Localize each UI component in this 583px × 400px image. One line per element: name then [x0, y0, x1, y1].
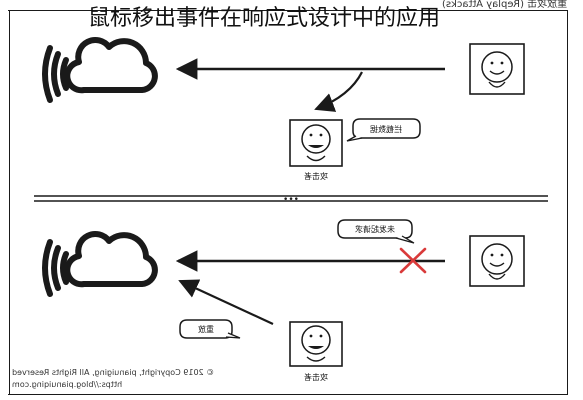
- server-cloud-icon-bottom: [42, 231, 158, 297]
- footer-copyright-mirrored: © 2019 Copyright, pianuiging, All Rights…: [12, 368, 215, 377]
- frame-left: [9, 10, 10, 395]
- attacker-icon-top: [289, 119, 343, 167]
- frame-top: [8, 10, 568, 11]
- intercept-arrow: [314, 71, 363, 112]
- speech-bubble-replay: 重放: [179, 319, 241, 339]
- footer-url-mirrored: https://blog.pianuiqing.com: [12, 380, 123, 389]
- frame-bottom: [8, 394, 568, 395]
- attacker-label-bottom: 攻击者: [304, 372, 328, 382]
- divider-dots: •••: [283, 195, 299, 205]
- reject-x-icon: [399, 247, 427, 274]
- speech-bubble-intercept: 拦截数据: [346, 118, 421, 142]
- speech-bubble-no-request: 未发起请求: [337, 219, 415, 244]
- attacker-label-top: 攻击者: [304, 171, 328, 181]
- attacker-icon-bottom: [289, 321, 343, 367]
- bubble-label-replay: 重放: [198, 324, 214, 334]
- frame-right: [567, 10, 568, 395]
- replay-arrow: [178, 279, 274, 325]
- user-icon-top: [469, 43, 525, 95]
- bubble-label-intercept: 拦截数据: [370, 124, 402, 134]
- user-icon-bottom: [469, 235, 525, 287]
- bubble-label-no-request: 未发起请求: [355, 224, 395, 234]
- page-title: 鼠标移出事件在响应式设计中的应用: [88, 6, 441, 31]
- server-cloud-icon-top: [42, 37, 158, 103]
